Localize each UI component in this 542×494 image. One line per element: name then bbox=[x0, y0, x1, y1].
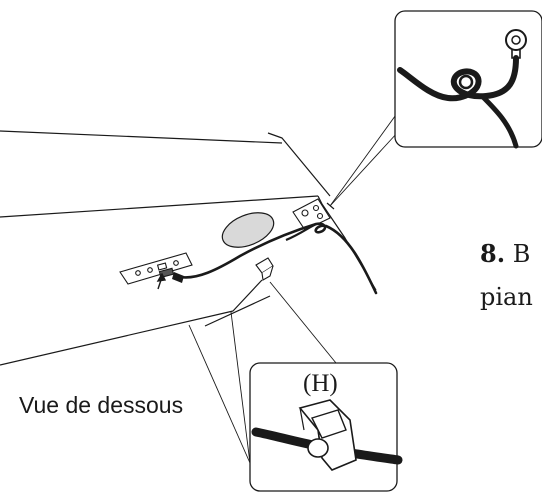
piano-body-outline bbox=[0, 130, 377, 366]
top-edge-line bbox=[0, 130, 283, 144]
step-instruction: 8. B bbox=[480, 239, 530, 268]
detail-ground-leaders bbox=[329, 111, 399, 207]
ground-bracket bbox=[292, 198, 331, 231]
detail-box-ground bbox=[394, 10, 542, 148]
step-text-line1: B bbox=[512, 240, 531, 268]
view-label: Vue de dessous bbox=[19, 392, 184, 418]
front-edge-line bbox=[0, 195, 319, 218]
jack-panel bbox=[119, 252, 193, 285]
step-text-line2: pian bbox=[480, 283, 533, 311]
cable-holder-h bbox=[255, 257, 274, 281]
lid-edge bbox=[267, 132, 331, 197]
detail-h-leaders bbox=[188, 281, 337, 464]
ground-terminal-detail bbox=[397, 29, 527, 149]
cable-plug bbox=[172, 272, 184, 283]
h-clip-detail bbox=[251, 399, 403, 471]
power-cable bbox=[174, 222, 378, 295]
detail-h-label: (H) bbox=[303, 370, 338, 397]
lower-side-line bbox=[204, 295, 271, 327]
lower-front-line bbox=[0, 279, 263, 366]
insert-arrow bbox=[156, 272, 167, 290]
speaker-grille bbox=[221, 212, 275, 248]
step-number: 8. bbox=[480, 239, 506, 268]
cable-to-plug bbox=[285, 223, 317, 242]
